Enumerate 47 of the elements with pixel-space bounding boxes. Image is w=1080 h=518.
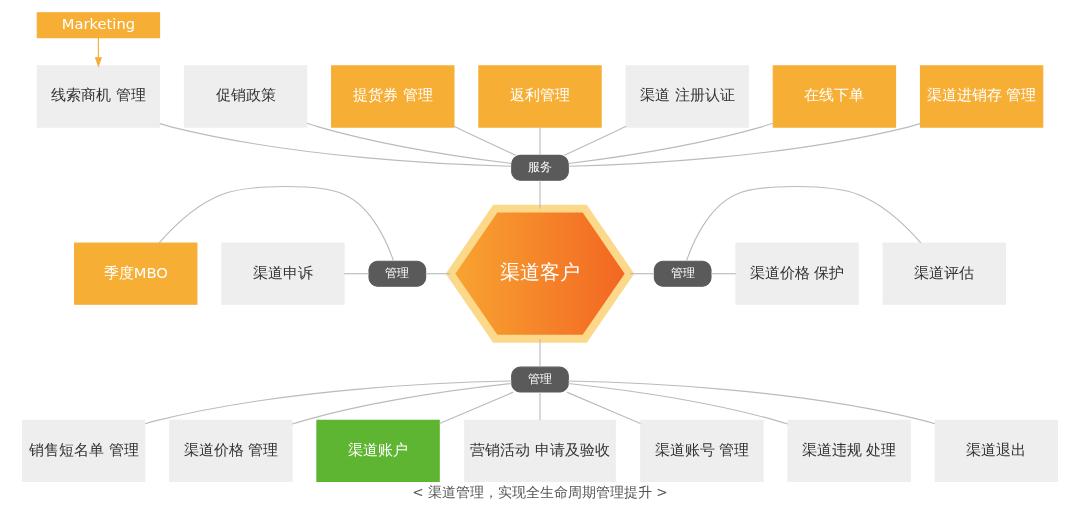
node-box: 管理 bbox=[511, 366, 569, 393]
connector bbox=[710, 273, 737, 275]
connector bbox=[567, 380, 936, 425]
connector bbox=[685, 186, 922, 262]
connector bbox=[158, 186, 395, 262]
node-box: 渠道价格 保护 bbox=[735, 242, 859, 305]
connector bbox=[567, 382, 789, 425]
connector bbox=[539, 338, 541, 368]
node-box: Marketing bbox=[36, 12, 161, 39]
node-box: 在线下单 bbox=[772, 65, 897, 128]
connector bbox=[539, 391, 541, 421]
node-box: 渠道评估 bbox=[882, 242, 1006, 305]
arrow bbox=[94, 37, 102, 68]
node-box: 销售短名单 管理 bbox=[21, 419, 146, 483]
connector bbox=[438, 391, 514, 425]
node-box: 渠道退出 bbox=[934, 419, 1059, 483]
node-box: 管理 bbox=[368, 260, 427, 287]
connector bbox=[563, 125, 627, 156]
connector bbox=[539, 126, 541, 156]
connector bbox=[425, 273, 451, 275]
node-box: 渠道进销存 管理 bbox=[919, 65, 1044, 128]
node-box: 渠道 注册认证 bbox=[625, 65, 749, 128]
node-box: 提货券 管理 bbox=[331, 65, 455, 128]
connector bbox=[566, 391, 642, 425]
node-box: 返利管理 bbox=[478, 65, 602, 128]
node-box: 促销政策 bbox=[183, 65, 308, 128]
node-box: 渠道违规 处理 bbox=[787, 419, 911, 483]
connector bbox=[568, 123, 921, 167]
node-box: 渠道账户 bbox=[316, 419, 440, 483]
connector bbox=[144, 380, 513, 425]
node-box: 服务 bbox=[511, 154, 569, 181]
node-box: 营销活动 申请及验收 bbox=[464, 419, 616, 483]
connector bbox=[306, 122, 512, 164]
node-box: 管理 bbox=[653, 260, 712, 287]
node-box: 线索商机 管理 bbox=[36, 65, 161, 128]
node-box: 渠道申诉 bbox=[221, 242, 345, 305]
connector bbox=[539, 179, 541, 210]
node-box: 渠道账号 管理 bbox=[640, 419, 764, 483]
caption: < 渠道管理，实现全生命周期管理提升 > bbox=[412, 483, 668, 500]
node-box: 渠道价格 管理 bbox=[169, 419, 293, 483]
node-box: 季度MBO bbox=[74, 242, 198, 305]
connector bbox=[343, 273, 370, 275]
connector bbox=[159, 123, 512, 167]
connector bbox=[291, 382, 513, 425]
connector bbox=[629, 273, 655, 275]
connector bbox=[453, 125, 517, 156]
connector bbox=[568, 122, 774, 164]
